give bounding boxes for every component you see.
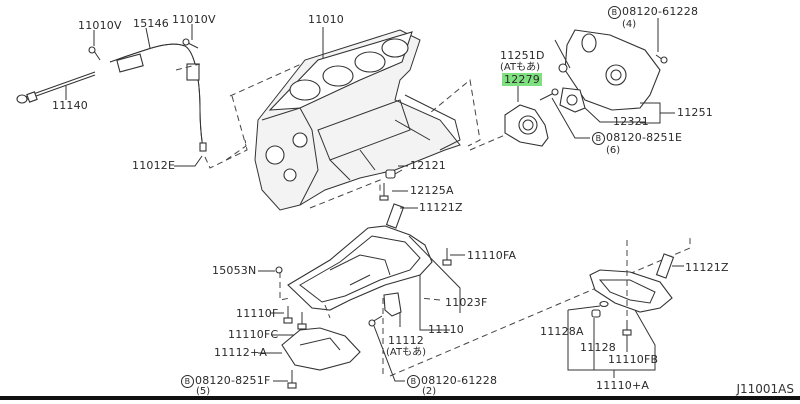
gasket-12321 <box>559 87 586 113</box>
bottom-border <box>0 396 800 400</box>
bolt-11010v-left <box>88 46 101 61</box>
callout-11251d[interactable]: 11251D <box>500 49 545 62</box>
oil-filter-stub-11121z-lower <box>655 253 675 279</box>
bolt-12125a <box>379 183 389 201</box>
bolt-08120-8251f <box>287 370 297 389</box>
callout-12121[interactable]: 12121 <box>410 159 446 172</box>
callout-note: (ATもあ) <box>386 347 426 358</box>
bolt-mark-b: B <box>407 375 420 388</box>
callout-11121z-upper[interactable]: 11121Z <box>419 201 463 214</box>
bolt-mark-b: B <box>181 375 194 388</box>
callout-11140[interactable]: 11140 <box>52 99 88 112</box>
bolt-mark-b: B <box>608 6 621 19</box>
seal-retainer-12279 <box>504 104 549 147</box>
leader <box>408 235 461 313</box>
cylinder-block <box>225 29 481 211</box>
part-number: 08120-8251F <box>195 374 271 387</box>
callout-15053n[interactable]: 15053N <box>212 264 257 277</box>
callout-11251[interactable]: 11251 <box>677 106 713 119</box>
drain-plug-11128 <box>591 309 601 318</box>
callout-11112[interactable]: 11112 <box>388 334 424 347</box>
leader <box>551 97 590 139</box>
callout-11110f[interactable]: 11110F <box>236 307 279 320</box>
drain-plug-15053n <box>275 266 283 274</box>
callout-11110a[interactable]: 11110+A <box>596 379 650 392</box>
washer-11128a <box>599 300 609 308</box>
oil-filter-stub-11121z <box>385 203 405 229</box>
quantity: (6) <box>606 145 621 156</box>
leader <box>554 39 571 69</box>
callout-12125a[interactable]: 12125A <box>410 184 454 197</box>
bracket-11112 <box>383 292 402 317</box>
callout-11010v-left[interactable]: 11010V <box>78 19 122 32</box>
callout-12279[interactable]: 12279 <box>502 73 542 86</box>
leader <box>640 102 675 124</box>
callout-11110fb[interactable]: 11110FB <box>608 353 659 366</box>
rear-plate <box>564 29 661 111</box>
part-number: 08120-61228 <box>421 374 498 387</box>
callout-11121z-lower[interactable]: 11121Z <box>685 261 729 274</box>
highlight-12279: 12279 <box>502 73 542 86</box>
quantity: (5) <box>196 386 211 397</box>
baffle-plate-11112a <box>281 327 361 371</box>
callout-11110fa[interactable]: 11110FA <box>467 249 517 262</box>
leader <box>174 155 203 167</box>
callout-11110fc[interactable]: 11110FC <box>228 328 279 341</box>
bolt-11010v-right <box>182 38 199 49</box>
oil-level-gauge <box>16 71 96 104</box>
bolt-11110fc <box>297 312 307 330</box>
bolt-11110fa <box>442 248 452 266</box>
callout-11010v-right[interactable]: 11010V <box>172 13 216 26</box>
leader <box>584 107 645 123</box>
callout-11110[interactable]: 11110 <box>428 323 464 336</box>
callout-11023f[interactable]: 11023F <box>445 296 488 309</box>
oil-pan-lower <box>589 269 673 313</box>
diagram-code: J11001AS <box>736 382 794 396</box>
part-number: 08120-61228 <box>622 5 699 18</box>
sensor-12121 <box>385 169 403 179</box>
callout-11012e[interactable]: 11012E <box>132 159 176 172</box>
callout-note: (ATもあ) <box>500 62 540 73</box>
bolt-11110fb <box>622 320 632 336</box>
callout-11128a[interactable]: 11128A <box>540 325 584 338</box>
quantity: (4) <box>622 19 637 30</box>
callout-11112a[interactable]: 11112+A <box>214 346 268 359</box>
leader <box>567 305 656 371</box>
part-number: 08120-8251E <box>606 131 683 144</box>
leader <box>419 275 450 331</box>
bolt-08120-61228-bot <box>368 315 383 327</box>
bolt-08120-8251e <box>539 88 559 101</box>
leader <box>145 27 151 49</box>
callout-12321[interactable]: 12321 <box>613 115 649 128</box>
bolt-11110f <box>283 306 293 324</box>
quantity: (2) <box>422 386 437 397</box>
bolt-mark-b: B <box>592 132 605 145</box>
bolt-08120-61228-top <box>655 54 668 64</box>
leader <box>373 325 405 382</box>
callout-15146[interactable]: 15146 <box>133 17 169 30</box>
callout-11128[interactable]: 11128 <box>580 341 616 354</box>
plug-11251d <box>558 63 568 73</box>
oil-pan-upper <box>287 225 433 311</box>
callout-11010[interactable]: 11010 <box>308 13 344 26</box>
dipstick-tube <box>109 43 207 152</box>
